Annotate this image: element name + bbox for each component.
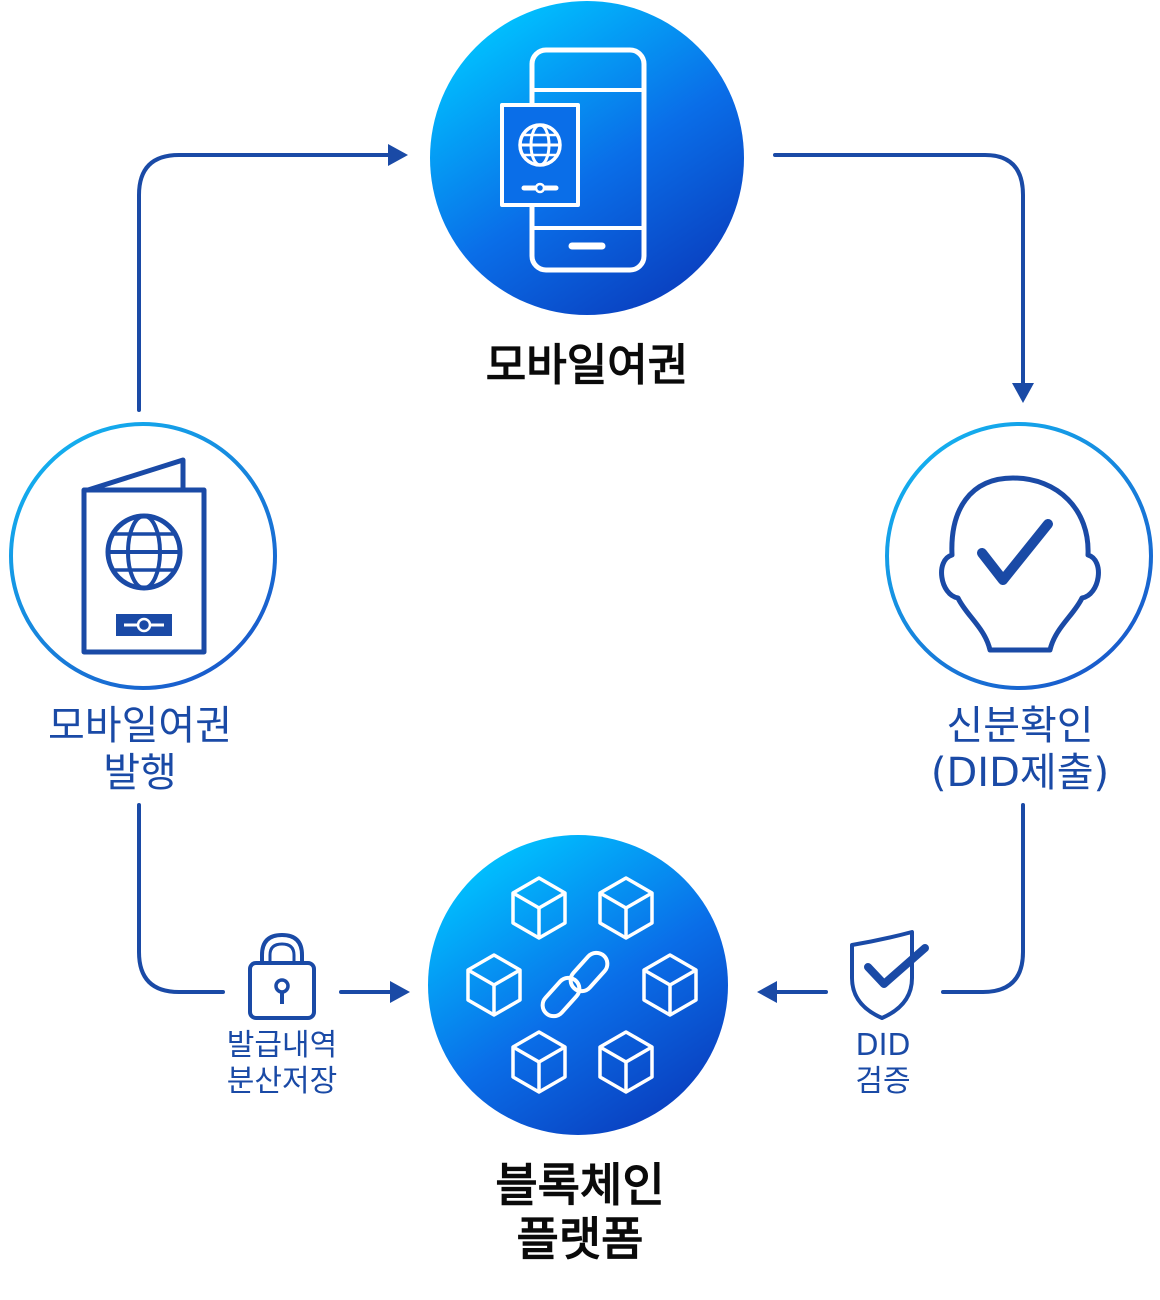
chain-link-icon [540,950,610,1019]
arrow-identity-to-blockchain-a [941,803,1025,994]
mobile-passport-circle [430,1,744,315]
arrow-issuance-to-mobile [137,153,392,412]
shield-check-icon [850,930,929,1020]
mobile-passport-label: 모바일여권 [485,340,689,391]
padlock-icon [248,933,316,1020]
blockchain-node [428,835,728,1135]
arrowheads [388,144,1034,1003]
face-check-icon [939,475,1101,653]
mobile-passport-node [430,1,744,315]
issuance-node [9,422,277,690]
arrows [137,153,1025,994]
blockchain-blocks-icon [466,876,698,1094]
issuance-label: 모바일여권 발행 [48,703,232,797]
blockchain-label: 블록체인 플랫폼 [495,1158,665,1267]
identity-node [885,422,1153,690]
smartphone-passport-icon [500,47,647,273]
identity-label: 신분확인 (DID제출) [930,703,1110,797]
arrowhead-left-bottom [757,981,777,1003]
arrow-mobile-to-identity [773,153,1025,387]
distributed-storage-label: 발급내역 분산저장 [226,1028,338,1099]
arrowhead-down-right [1012,383,1034,403]
arrowhead-right-top [388,144,408,166]
arrowhead-right-bottom [390,981,410,1003]
issuance-circle [9,422,277,690]
arrow-issuance-to-blockchain-a [137,803,225,994]
did-verify-label: DID 검증 [855,1028,911,1099]
passport-icon [81,457,207,655]
